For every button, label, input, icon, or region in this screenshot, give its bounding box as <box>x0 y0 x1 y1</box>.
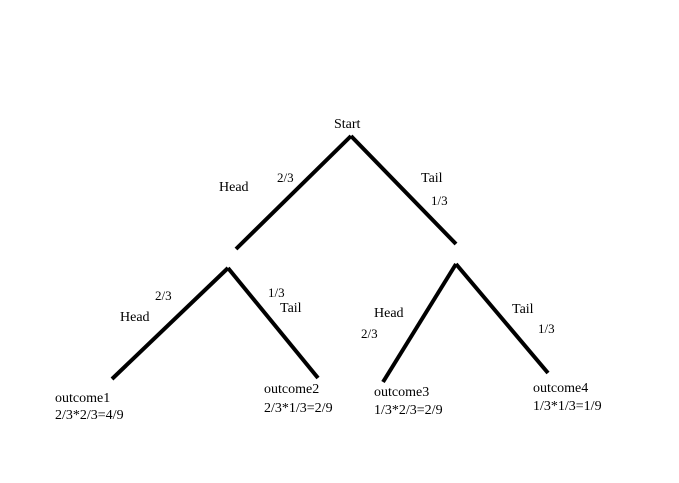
edge-right-tail <box>454 262 550 375</box>
edge-right-head <box>381 262 458 384</box>
edge-left-tail <box>226 266 320 380</box>
branch-prob-tail: 1/3 <box>431 193 448 208</box>
outcome-calculation: 2/3*1/3=2/9 <box>264 401 333 416</box>
branch-prob-left-tail: 1/3 <box>268 285 285 300</box>
outcome-1: outcome1 2/3*2/3=4/9 <box>55 391 124 423</box>
edge-start-tail <box>349 134 458 246</box>
branch-label-left-tail: Tail <box>280 301 302 316</box>
branch-label-left-head: Head <box>120 310 150 325</box>
edge-left-head <box>110 266 230 381</box>
outcome-name: outcome3 <box>374 385 429 400</box>
branch-prob-right-tail: 1/3 <box>538 321 555 336</box>
branch-prob-head: 2/3 <box>277 170 294 185</box>
branch-label-right-head: Head <box>374 306 404 321</box>
branch-label-tail: Tail <box>421 171 443 186</box>
branch-label-head: Head <box>219 180 249 195</box>
tree-edges <box>110 134 550 384</box>
branch-prob-right-head: 2/3 <box>361 326 378 341</box>
outcome-calculation: 1/3*1/3=1/9 <box>533 399 602 414</box>
outcome-calculation: 2/3*2/3=4/9 <box>55 408 124 423</box>
branch-prob-left-head: 2/3 <box>155 288 172 303</box>
root-label: Start <box>334 117 361 132</box>
outcome-4: outcome4 1/3*1/3=1/9 <box>533 381 602 414</box>
outcome-2: outcome2 2/3*1/3=2/9 <box>264 382 333 416</box>
outcome-name: outcome1 <box>55 391 110 406</box>
branch-label-right-tail: Tail <box>512 302 534 317</box>
edge-start-head <box>234 134 353 251</box>
outcome-3: outcome3 1/3*2/3=2/9 <box>374 385 443 418</box>
outcome-name: outcome2 <box>264 382 319 397</box>
outcome-name: outcome4 <box>533 381 588 396</box>
outcome-calculation: 1/3*2/3=2/9 <box>374 403 443 418</box>
